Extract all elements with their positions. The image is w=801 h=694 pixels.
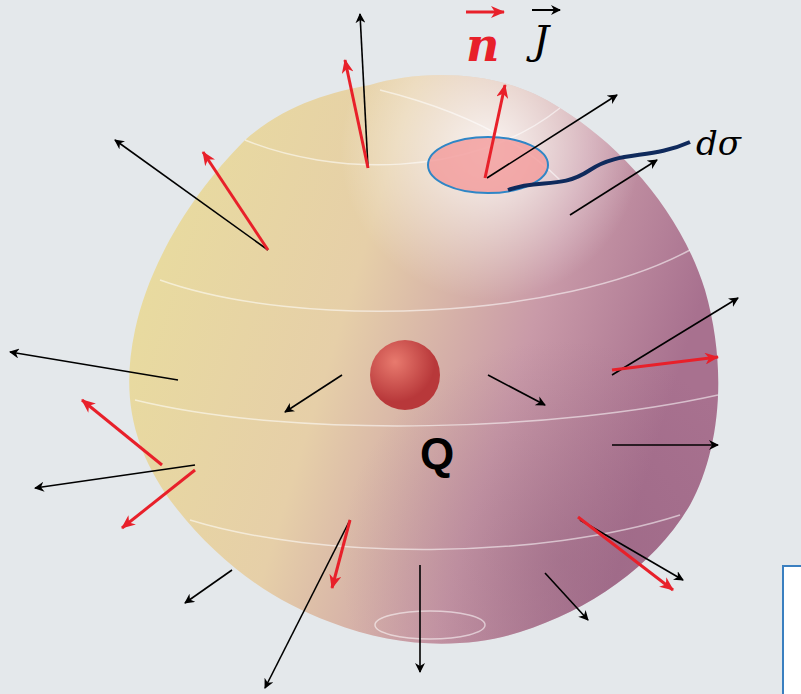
charge-sphere [370,340,440,410]
current-density-arrows [10,14,738,688]
normal-arrows [82,60,718,590]
vector-label: J [533,20,549,60]
vector-label: n [466,22,499,68]
charge-label: Q [420,432,454,476]
side-panel [783,566,801,694]
vector-accents [466,10,560,12]
leader-line [508,142,690,190]
closed-surface [129,75,718,644]
element-label: dσ [696,126,741,160]
